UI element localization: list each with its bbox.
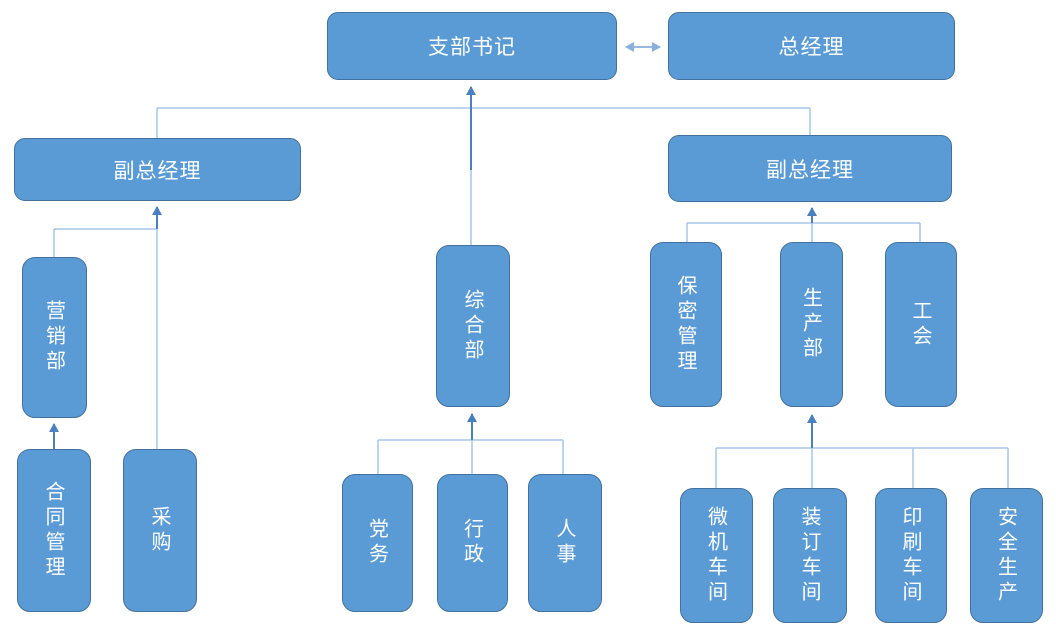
- node-hr-label: 人事: [553, 518, 577, 568]
- node-administration: 行政: [437, 474, 508, 612]
- node-safety-production: 安全生产: [970, 488, 1043, 623]
- node-general-manager: 总经理: [668, 12, 955, 80]
- node-printing-workshop: 印刷车间: [875, 488, 947, 623]
- node-production-dept: 生产部: [780, 242, 843, 407]
- node-party-affairs: 党务: [342, 474, 413, 612]
- node-security-mgmt: 保密管理: [650, 242, 722, 407]
- node-printing-workshop-label: 印刷车间: [899, 505, 923, 606]
- node-marketing-dept-label: 营销部: [42, 300, 67, 375]
- node-branch-secretary: 支部书记: [327, 12, 617, 80]
- node-general-affairs-dept-label: 综合部: [461, 288, 485, 364]
- node-contract-mgmt: 合同管理: [17, 449, 91, 612]
- node-binding-workshop-label: 装订车间: [798, 505, 822, 606]
- node-deputy-gm-left: 副总经理: [14, 138, 301, 201]
- node-procurement: 采购: [123, 449, 197, 612]
- node-marketing-dept: 营销部: [22, 257, 87, 418]
- node-production-dept-label: 生产部: [799, 287, 824, 362]
- bracket-lines: [53, 107, 1009, 488]
- node-binding-workshop: 装订车间: [773, 488, 847, 623]
- node-deputy-gm-right: 副总经理: [668, 135, 952, 202]
- node-procurement-label: 采购: [148, 505, 172, 556]
- node-party-affairs-label: 党务: [365, 518, 390, 568]
- node-security-mgmt-label: 保密管理: [674, 274, 698, 375]
- node-labor-union-label: 工会: [909, 299, 933, 350]
- arrow-lines: [49, 86, 817, 449]
- node-safety-production-label: 安全生产: [994, 505, 1019, 606]
- node-hr: 人事: [528, 474, 602, 612]
- node-computer-workshop-label: 微机车间: [704, 505, 729, 606]
- node-labor-union: 工会: [885, 242, 957, 407]
- node-administration-label: 行政: [460, 518, 485, 568]
- node-computer-workshop: 微机车间: [680, 488, 753, 623]
- node-contract-mgmt-label: 合同管理: [42, 480, 66, 581]
- node-general-affairs-dept: 综合部: [436, 245, 510, 407]
